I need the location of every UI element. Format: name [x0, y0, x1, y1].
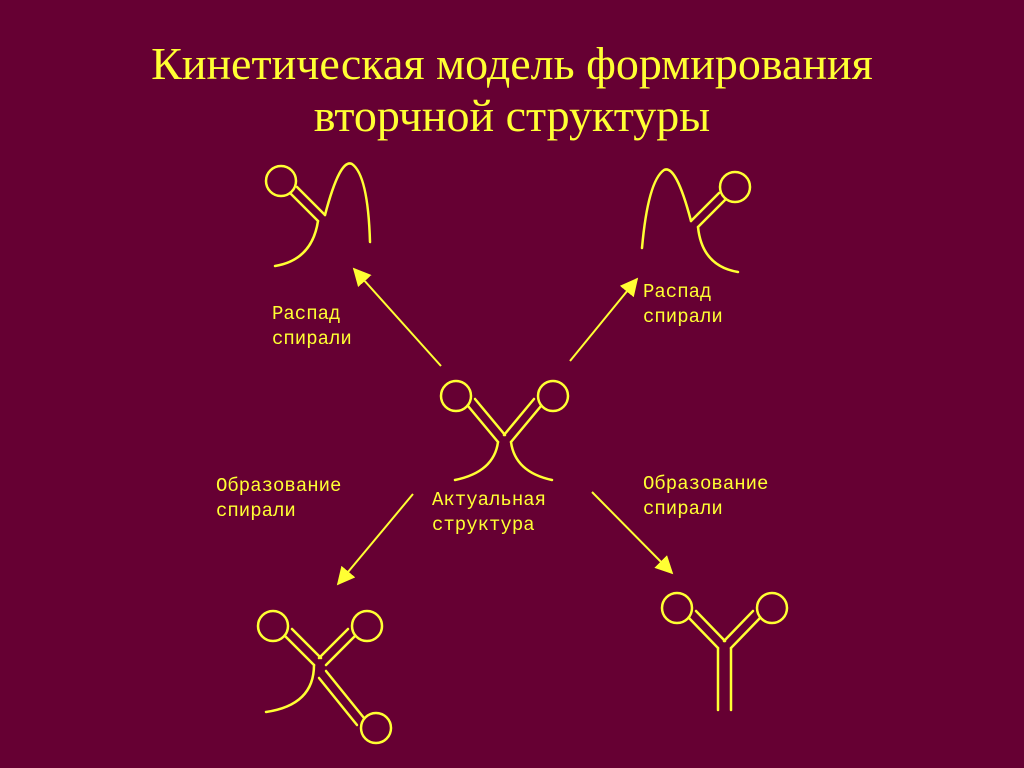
stem-strand — [473, 397, 507, 437]
stem-strand — [696, 197, 728, 229]
stem-strand — [466, 404, 500, 444]
stem-strand — [317, 627, 350, 660]
loop-circle — [536, 379, 570, 413]
arrow-to-formed-right — [591, 491, 674, 575]
stem-strand — [288, 191, 320, 223]
stem-strand — [324, 634, 357, 667]
loop-circle — [439, 379, 473, 413]
strand-curve — [273, 219, 320, 268]
strand-curve — [509, 440, 554, 482]
structure-actual — [439, 379, 570, 482]
loop-circle — [264, 164, 298, 198]
strand-curve — [264, 663, 316, 714]
loop-circle — [660, 591, 694, 625]
label-decay-right: Распад спирали — [643, 281, 723, 328]
loop-circle — [755, 591, 789, 625]
strand-curve — [453, 440, 500, 482]
loop-circle — [256, 609, 290, 643]
stem-strand — [502, 397, 536, 437]
stem-strand — [722, 609, 755, 643]
stem-strand — [694, 609, 727, 643]
label-actual-structure: Актуальная структура — [432, 489, 547, 536]
loop-circle — [718, 170, 752, 204]
strand-hairpin — [323, 162, 372, 244]
strand-hairpin — [640, 168, 693, 250]
arrow-to-decayed-left — [352, 267, 442, 367]
loop-circle — [359, 711, 393, 745]
stem-strand — [317, 676, 359, 727]
label-formation-left: Образование спирали — [216, 475, 342, 522]
stem-strand — [689, 191, 721, 223]
stem-strand — [729, 616, 762, 650]
label-decay-left: Распад спирали — [272, 303, 352, 350]
structure-decayed-right — [640, 168, 752, 274]
stem-strand — [283, 634, 316, 667]
arrow-to-decayed-right — [569, 277, 639, 362]
structure-formed-right — [660, 591, 789, 712]
title-line-1: Кинетическая модель формирования — [151, 38, 873, 89]
stem-strand — [290, 627, 323, 660]
structure-formed-left — [256, 609, 393, 745]
stem-strand — [324, 669, 366, 720]
label-formation-right: Образование спирали — [643, 473, 769, 520]
strand-curve — [696, 225, 740, 274]
loop-circle — [350, 609, 384, 643]
stem-strand — [295, 185, 327, 217]
stem-strand — [509, 404, 543, 444]
slide-title: Кинетическая модель формирования вторчно… — [0, 38, 1024, 142]
title-line-2: вторчной структуры — [313, 90, 711, 141]
arrow-to-formed-left — [336, 493, 414, 586]
structure-decayed-left — [264, 162, 372, 268]
stem-strand — [687, 616, 720, 650]
